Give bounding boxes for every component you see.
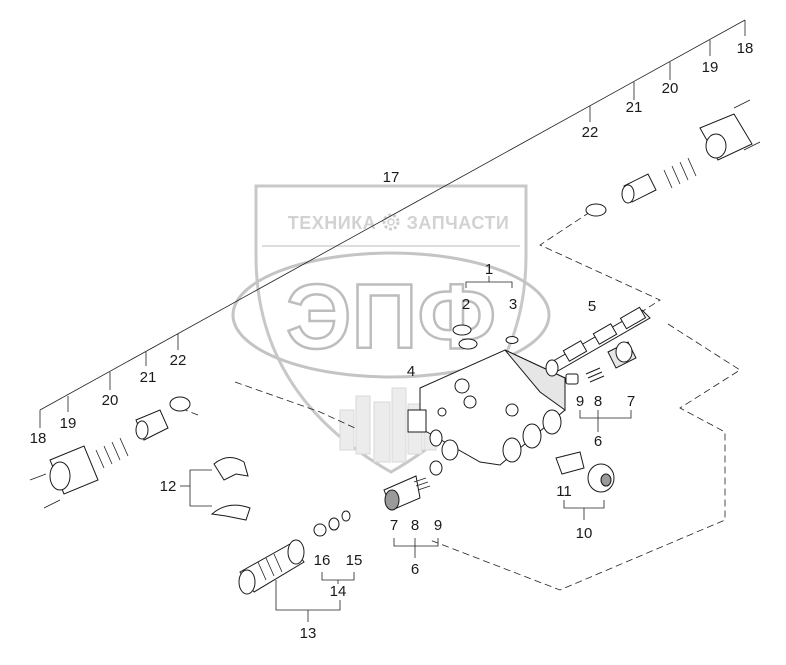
callout-16: 16 (314, 552, 331, 569)
callout-21-upper: 21 (626, 99, 643, 116)
callout-7-right: 7 (627, 393, 635, 410)
spool (545, 306, 651, 377)
callout-19-upper: 19 (702, 59, 719, 76)
callout-18-upper: 18 (737, 40, 754, 57)
callout-21-lower: 21 (140, 369, 157, 386)
callout-9-lower: 9 (434, 517, 442, 534)
seal-rings-top (452, 324, 519, 350)
callout-17: 17 (383, 169, 400, 186)
callout-10: 10 (576, 525, 593, 542)
leader-lines (39, 19, 746, 622)
callout-6-lower: 6 (411, 561, 419, 578)
callout-22-upper: 22 (582, 124, 599, 141)
gear-icon (382, 213, 400, 231)
plug-assembly (555, 451, 615, 493)
callout-3: 3 (509, 296, 517, 313)
callout-14: 14 (330, 583, 347, 600)
seal-rings-lower (313, 510, 351, 537)
watermark-right-word: ЗАПЧАСТИ (407, 213, 510, 233)
callout-7-lower: 7 (390, 517, 398, 534)
callout-20-lower: 20 (102, 392, 119, 409)
callout-15: 15 (346, 552, 363, 569)
callout-19-lower: 19 (60, 415, 77, 432)
cap-group-lower (29, 396, 191, 509)
callout-2: 2 (462, 296, 470, 313)
callout-11: 11 (556, 483, 572, 500)
watermark-big-text: ЭПФ (286, 266, 496, 368)
callout-22-lower: 22 (170, 352, 187, 369)
callout-18-lower: 18 (30, 430, 47, 447)
callout-13: 13 (300, 625, 317, 642)
check-valve-lower (383, 460, 443, 511)
callout-labels: 1 2 3 4 5 9 8 7 6 11 10 7 8 9 6 12 16 15… (30, 40, 754, 642)
callout-6-right: 6 (594, 433, 602, 450)
clamps (210, 457, 251, 521)
callout-20-upper: 20 (662, 80, 679, 97)
relief-valve (238, 539, 305, 595)
callout-9-right: 9 (576, 393, 584, 410)
callout-8-lower: 8 (411, 517, 419, 534)
cap-group-upper (585, 99, 761, 217)
watermark: ТЕХНИКА ЗАПЧАСТИ ЭПФ (231, 184, 551, 474)
callout-4: 4 (407, 363, 415, 380)
watermark-left-word: ТЕХНИКА (288, 213, 376, 233)
callout-12: 12 (160, 478, 177, 495)
callout-5: 5 (588, 298, 596, 315)
check-valve-right (565, 341, 637, 385)
valve-body (407, 349, 566, 466)
callout-1: 1 (485, 261, 493, 278)
watermark-skyline (339, 387, 437, 463)
callout-8-right: 8 (594, 393, 602, 410)
watermark-oval (231, 251, 551, 379)
